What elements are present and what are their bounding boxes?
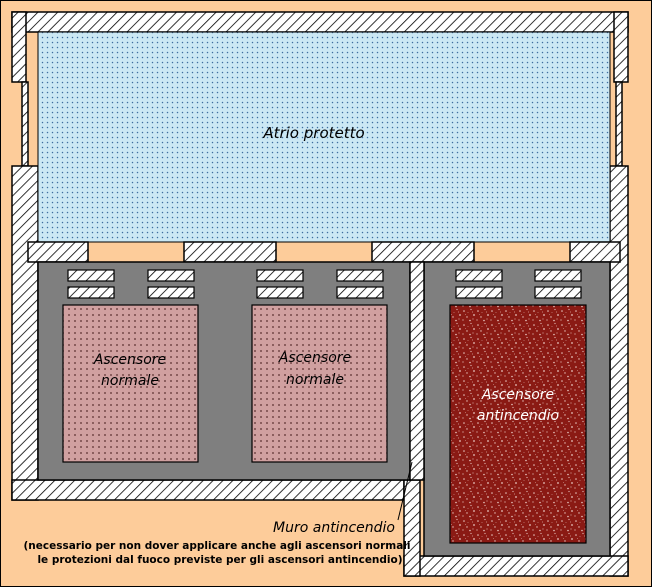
firewall-pointer-line xyxy=(397,461,413,521)
firewall-note-line2: le protezioni dal fuoco previste per gli… xyxy=(37,554,402,566)
elevator-2-label-line1: Ascensore xyxy=(278,350,351,366)
elevator-1-label-line1: Ascensore xyxy=(93,352,166,368)
elevator-car-fire xyxy=(449,304,587,544)
elevator-2-label-line2: normale xyxy=(286,372,344,388)
atrium-label: Atrio protetto xyxy=(262,124,364,142)
outer-walls xyxy=(11,11,629,577)
door-sills xyxy=(67,269,582,299)
elevator-1-label-line2: normale xyxy=(101,373,159,389)
elevator-car-normal-1 xyxy=(62,304,199,463)
firewall xyxy=(409,261,425,481)
elevator-3-label-line1: Ascensore xyxy=(481,387,554,403)
firewall-note-line1: (necessario per non dover applicare anch… xyxy=(23,540,410,552)
elevator-3-label-line2: antincendio xyxy=(477,408,559,424)
elevator-car-normal-2 xyxy=(251,304,388,463)
firewall-title: Muro antincendio xyxy=(273,520,395,536)
atrium-area xyxy=(37,31,611,243)
